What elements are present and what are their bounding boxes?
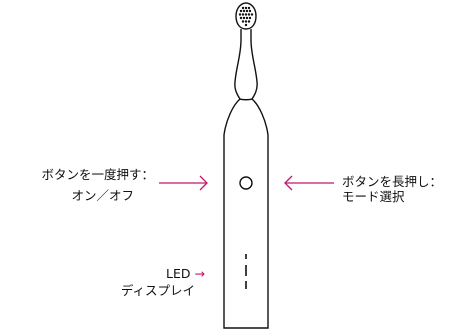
- label-on-off-text: オン／オフ: [71, 188, 134, 203]
- bristle-dots: [238, 6, 254, 27]
- brush-handle: [223, 98, 269, 329]
- label-long-press: ボタンを長押し：: [342, 174, 442, 190]
- power-button: [239, 176, 253, 190]
- arrow-press-once: [159, 175, 208, 191]
- arrow-long-press: [284, 175, 334, 191]
- label-mode-select: モード選択: [342, 189, 405, 205]
- label-led: LED →: [100, 266, 205, 282]
- label-led-text: LED: [166, 266, 191, 281]
- label-on-off: オン／オフ: [4, 188, 134, 204]
- label-press-once: ボタンを一度押す：: [4, 167, 154, 183]
- brush-head: [235, 2, 257, 30]
- label-long-press-title: ボタンを長押し：: [342, 174, 443, 189]
- label-mode-select-text: モード選択: [342, 189, 405, 204]
- label-led-display-text: ディスプレイ: [120, 283, 195, 298]
- label-led-display: ディスプレイ: [80, 283, 195, 299]
- led-arrow-icon: →: [194, 266, 205, 281]
- brush-neck: [234, 29, 258, 101]
- label-press-once-title: ボタンを一度押す：: [41, 167, 154, 182]
